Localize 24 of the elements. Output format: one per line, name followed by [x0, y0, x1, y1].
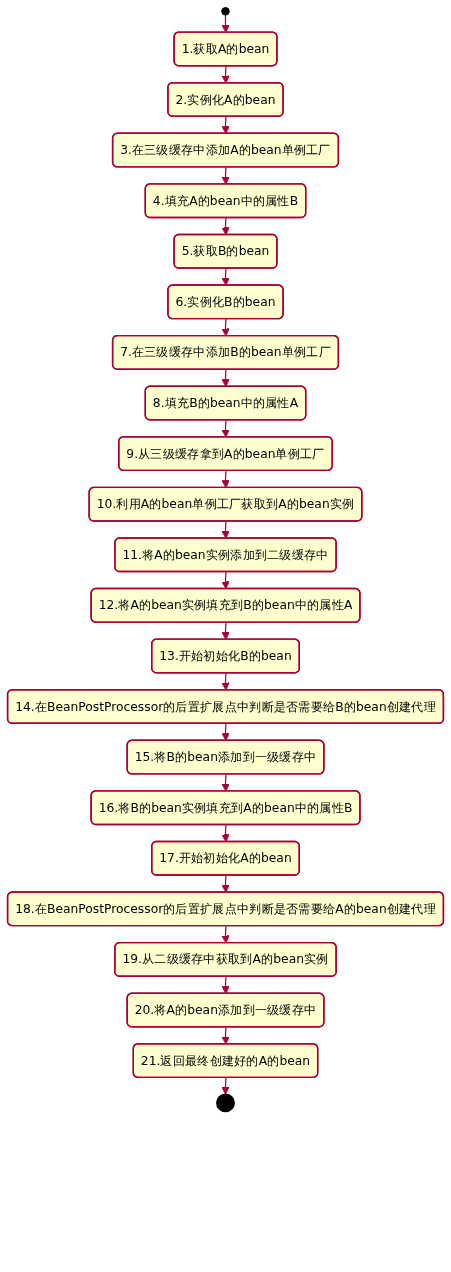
arrow — [221, 419, 230, 438]
arrow — [221, 622, 230, 640]
arrow — [221, 65, 230, 84]
arrow — [221, 1026, 230, 1045]
arrow — [221, 217, 230, 236]
arrow — [221, 773, 230, 792]
node-circle — [221, 7, 230, 16]
arrow — [221, 976, 230, 995]
arrow — [221, 14, 230, 33]
arrow — [221, 520, 230, 539]
arrow — [221, 166, 230, 185]
arrow — [221, 116, 230, 135]
arrow — [221, 1077, 230, 1095]
arrow — [221, 723, 230, 742]
arrow — [221, 571, 230, 590]
arrow — [221, 470, 230, 489]
arrow — [221, 824, 230, 843]
arrow — [221, 369, 230, 388]
arrow — [221, 318, 230, 337]
node-bullseye — [216, 1093, 235, 1113]
arrow — [221, 925, 230, 944]
arrow — [221, 267, 230, 286]
arrow — [221, 672, 230, 691]
arrow — [221, 874, 230, 893]
